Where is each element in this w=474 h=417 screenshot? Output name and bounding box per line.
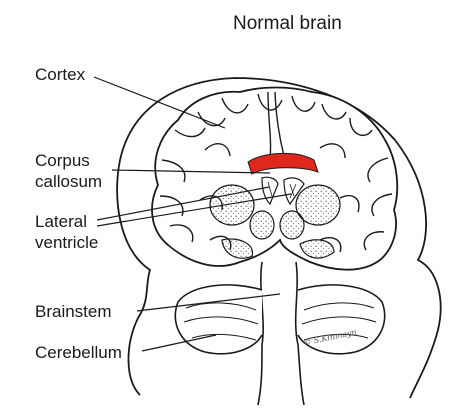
label-cerebellum: Cerebellum <box>35 343 122 362</box>
basal-ganglia-left <box>209 184 255 226</box>
cerebrum-outline <box>151 86 399 271</box>
thalamus-left <box>249 210 275 240</box>
cortex-folds <box>159 91 393 253</box>
cortex-pointer <box>93 76 226 129</box>
head-outline <box>116 77 442 399</box>
label-cortex: Cortex <box>35 65 86 84</box>
basal-ganglia-right <box>295 184 341 226</box>
label-corpus-callosum-line1: Corpus <box>35 151 90 170</box>
pointer-lines <box>93 76 292 352</box>
cerebellum-pointer <box>141 334 217 352</box>
label-lateral-ventricle-line2: ventricle <box>35 233 99 252</box>
corpus-callosum-shape <box>247 152 319 175</box>
temporal-left <box>221 238 254 259</box>
lateral-ventricle-pointer-1 <box>96 186 270 221</box>
lateral-ventricle-right <box>283 177 305 206</box>
temporal-right <box>299 239 335 259</box>
brainstem-shape <box>257 261 305 406</box>
corpus-callosum-pointer <box>111 169 271 174</box>
thalamus-right <box>279 210 305 240</box>
brainstem-pointer <box>136 293 281 312</box>
lateral-ventricle-left <box>261 176 279 206</box>
label-brainstem: Brainstem <box>35 302 112 321</box>
ventricle-hatching <box>267 181 297 199</box>
figure-title: Normal brain <box>233 13 342 34</box>
cerebellum-left <box>174 284 263 355</box>
lateral-ventricle-pointer-2 <box>96 193 292 227</box>
label-corpus-callosum-line2: callosum <box>35 172 103 191</box>
cerebellum-folia <box>183 302 377 341</box>
label-lateral-ventricle-line1: Lateral <box>35 212 87 231</box>
